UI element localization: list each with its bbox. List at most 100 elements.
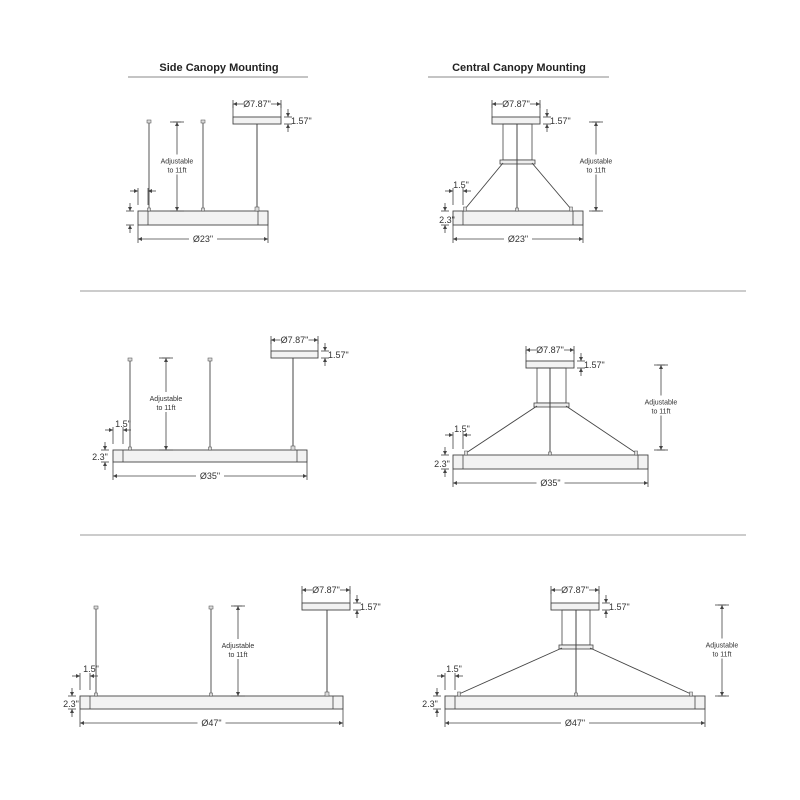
arrowhead bbox=[323, 347, 327, 351]
cable-gripper bbox=[94, 692, 98, 697]
cable-gripper bbox=[201, 207, 205, 212]
arrowhead bbox=[579, 237, 583, 241]
canopy-height-label: 1.57" bbox=[291, 116, 312, 126]
arrowhead bbox=[346, 588, 350, 592]
cable-gripper bbox=[209, 692, 213, 697]
arrowhead bbox=[449, 433, 453, 437]
adjustable-range-label: to 11ft bbox=[229, 652, 248, 659]
canopy-height-label: 1.57" bbox=[584, 360, 605, 370]
label-bg bbox=[157, 154, 197, 175]
fixture-diameter-label: Ø35" bbox=[200, 471, 220, 481]
cable-gripper bbox=[569, 206, 573, 212]
arrowhead bbox=[443, 451, 447, 455]
arrowhead bbox=[339, 721, 343, 725]
arrowhead bbox=[103, 462, 107, 466]
adjustable-label: Adjustable bbox=[580, 159, 613, 166]
arrowhead bbox=[579, 368, 583, 372]
central-canopy-title: Central Canopy Mounting bbox=[452, 62, 586, 74]
fixture-height-label: 2.3" bbox=[434, 459, 450, 469]
arrowhead bbox=[271, 338, 275, 342]
end-offset-label: 1.5" bbox=[454, 424, 470, 434]
end-offset-label: 1.5" bbox=[83, 664, 99, 674]
ceiling-anchor bbox=[146, 119, 152, 124]
arrowhead bbox=[551, 588, 555, 592]
arrowhead bbox=[264, 237, 268, 241]
label-bg bbox=[196, 471, 224, 481]
arrowhead bbox=[355, 610, 359, 614]
label-bg bbox=[504, 234, 532, 244]
arrowhead bbox=[545, 113, 549, 117]
arrowhead bbox=[443, 469, 447, 473]
arrowhead bbox=[659, 365, 663, 369]
fixture-diameter-label: Ø23" bbox=[193, 234, 213, 244]
cable-gripper bbox=[515, 207, 519, 212]
adjustable-range-label: to 11ft bbox=[157, 405, 176, 412]
arrowhead bbox=[492, 102, 496, 106]
canopy-height-label: 1.57" bbox=[328, 350, 349, 360]
cable-gripper bbox=[457, 691, 461, 697]
arrowhead bbox=[604, 599, 608, 603]
arrowhead bbox=[435, 709, 439, 713]
arrowhead bbox=[123, 428, 127, 432]
side-canopy-title: Side Canopy Mounting bbox=[159, 62, 278, 74]
cable-gripper bbox=[147, 207, 151, 212]
end-offset-label: 1.5" bbox=[115, 419, 131, 429]
arrowhead bbox=[233, 102, 237, 106]
suspension-cable bbox=[565, 405, 637, 454]
label-bg bbox=[146, 392, 186, 412]
light-bar bbox=[112, 449, 308, 463]
arrowhead bbox=[455, 674, 459, 678]
canopy bbox=[270, 350, 319, 359]
arrowhead bbox=[164, 446, 168, 450]
arrowhead bbox=[164, 358, 168, 362]
label-bg bbox=[561, 585, 589, 595]
arrowhead bbox=[443, 225, 447, 229]
arrowhead bbox=[286, 113, 290, 117]
stem-frame bbox=[536, 367, 567, 404]
light-bar bbox=[452, 454, 649, 470]
arrowhead bbox=[148, 189, 152, 193]
cable-gripper bbox=[208, 446, 212, 451]
arrowhead bbox=[579, 357, 583, 361]
label-bg bbox=[189, 234, 217, 244]
arrowhead bbox=[76, 674, 80, 678]
suspension-cable bbox=[589, 647, 692, 695]
fixture-diameter-label: Ø35" bbox=[540, 478, 560, 488]
canopy-diameter-label: Ø7.87" bbox=[561, 585, 589, 595]
arrowhead bbox=[453, 481, 457, 485]
arrowhead bbox=[236, 606, 240, 610]
arrowhead bbox=[659, 446, 663, 450]
adjustable-range-label: to 11ft bbox=[587, 168, 606, 175]
fixture-height-label: 2.3" bbox=[439, 215, 455, 225]
fixture-diameter-label: Ø47" bbox=[201, 718, 221, 728]
arrowhead bbox=[463, 433, 467, 437]
arrowhead bbox=[80, 721, 84, 725]
arrowhead bbox=[113, 474, 117, 478]
cable-gripper bbox=[463, 206, 467, 212]
arrowhead bbox=[175, 207, 179, 211]
label-bg bbox=[536, 345, 564, 355]
canopy-diameter-label: Ø7.87" bbox=[502, 99, 530, 109]
cable-gripper bbox=[574, 692, 578, 697]
cable-gripper bbox=[634, 450, 638, 456]
adjustable-label: Adjustable bbox=[150, 396, 183, 403]
light-bar bbox=[452, 210, 584, 226]
arrowhead bbox=[175, 122, 179, 126]
fixture-height-label: 2.3" bbox=[92, 452, 108, 462]
arrowhead bbox=[303, 474, 307, 478]
arrowhead bbox=[453, 237, 457, 241]
adjustable-range-label: to 11ft bbox=[168, 168, 187, 175]
ceiling-anchor bbox=[200, 119, 206, 124]
arrowhead bbox=[720, 605, 724, 609]
label-bg bbox=[702, 638, 742, 659]
arrowhead bbox=[644, 481, 648, 485]
canopy-height-label: 1.57" bbox=[360, 602, 381, 612]
arrowhead bbox=[70, 692, 74, 696]
arrowhead bbox=[128, 207, 132, 211]
label-bg bbox=[312, 585, 340, 595]
